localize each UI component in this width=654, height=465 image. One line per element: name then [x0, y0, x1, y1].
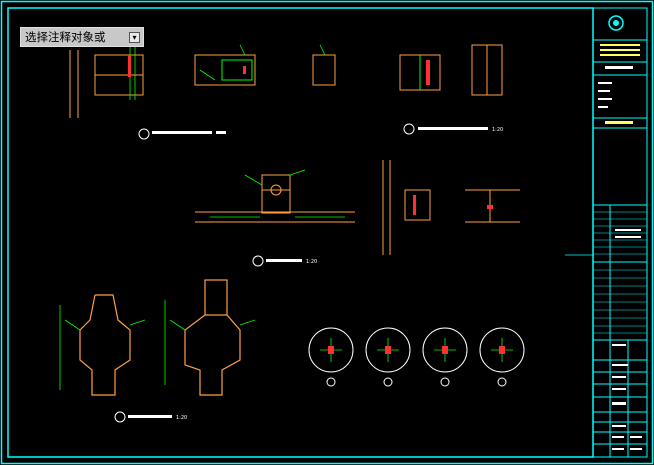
command-prompt-text: 选择注释对象或 [25, 30, 106, 44]
detail-4-scale: 1:20 [176, 415, 187, 421]
detail-1-annotations [129, 40, 326, 100]
detail-4-label: 1:20 [114, 411, 187, 423]
detail-3-label: 1:20 [252, 255, 317, 267]
dropdown-arrow-icon[interactable]: ▾ [129, 31, 140, 43]
section-circle-details [320, 338, 513, 362]
section-hatch [413, 195, 493, 215]
detail-1-label [138, 128, 226, 140]
title-block-text [598, 44, 642, 450]
title-block-rows [593, 211, 647, 334]
section-circle-hatch [328, 346, 505, 354]
detail-2-label: 1:20 [403, 123, 503, 135]
detail-1-hatch [128, 55, 246, 77]
company-logo-icon [608, 15, 624, 31]
detail-3-base-plate [195, 174, 355, 223]
section-circles [308, 327, 525, 387]
detail-3-scale: 1:20 [306, 259, 317, 265]
detail-1-column-connection [69, 50, 336, 118]
title-block [592, 7, 648, 458]
detail-2-hatch [426, 60, 430, 85]
detail-2-scale: 1:20 [492, 127, 503, 133]
command-prompt-tooltip[interactable]: 选择注释对象或 ▾ [20, 27, 144, 47]
section-column-joint [382, 160, 520, 255]
detail-4-annotations [59, 300, 256, 390]
detail-4-brace-joint [79, 279, 241, 396]
detail-3-annotations [210, 169, 345, 218]
detail-2-beam-splice [399, 44, 503, 96]
